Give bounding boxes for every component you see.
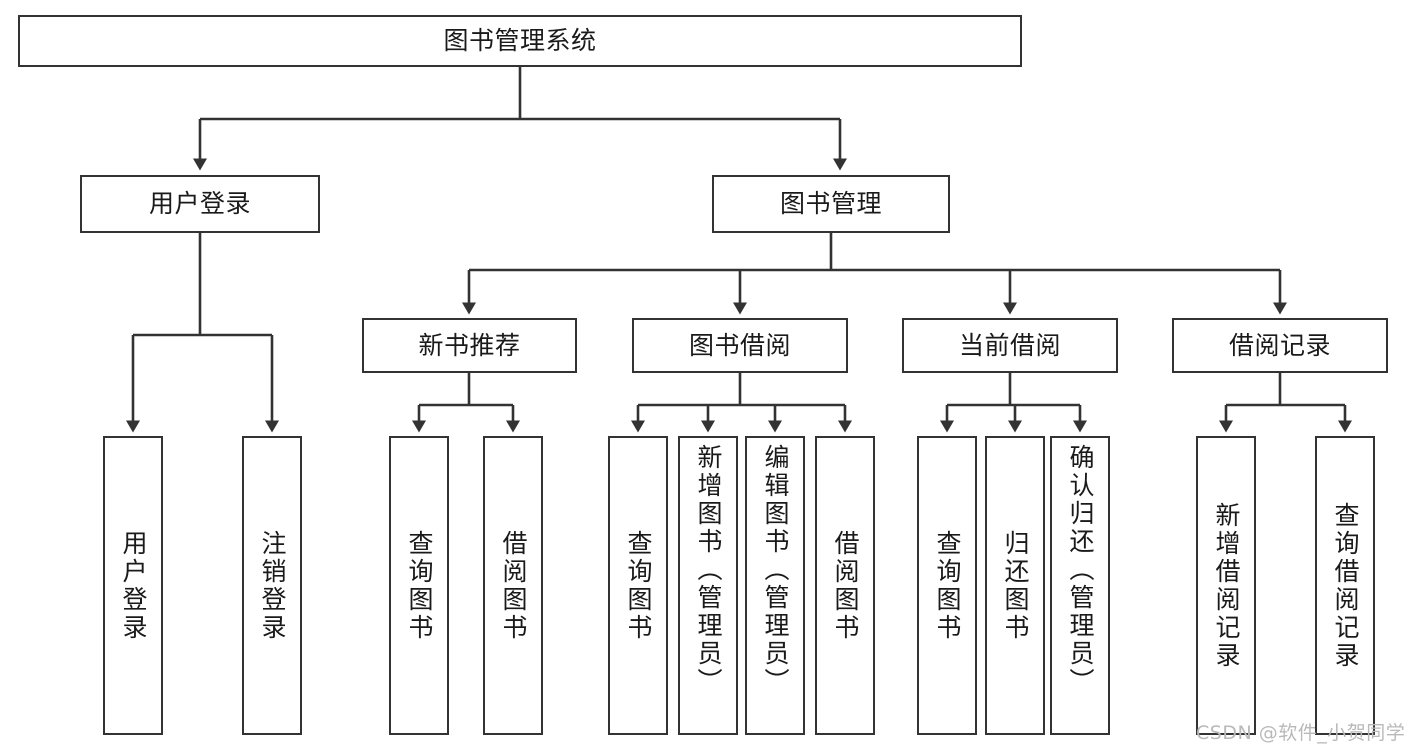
node-leaf-borrow-book[interactable]: 借阅图书 [815,436,875,735]
node-leaf-query-book-borrow[interactable]: 查询图书 [608,436,668,735]
node-leaf-edit-book[interactable]: 编辑图书（管理员） [745,436,805,735]
node-leaf-borrow-book-label: 借阅图书 [831,529,860,642]
node-leaf-add-borrow-record[interactable]: 新增借阅记录 [1196,436,1256,735]
node-user-login-label: 用户登录 [148,189,251,219]
node-leaf-confirm-return-label: 确认归还（管理员） [1066,444,1095,696]
node-leaf-user-login[interactable]: 用户登录 [103,436,163,735]
node-leaf-query-book-recommend[interactable]: 查询图书 [389,436,449,735]
node-user-login[interactable]: 用户登录 [80,175,320,233]
node-leaf-logout-label: 注销登录 [258,529,287,642]
node-root[interactable]: 图书管理系统 [18,15,1022,67]
node-borrow-record-label: 借阅记录 [1228,330,1331,360]
node-current-borrow-label: 当前借阅 [958,330,1061,360]
node-book-borrow-label: 图书借阅 [688,330,791,360]
node-leaf-add-book-label: 新增图书（管理员） [694,444,723,696]
node-leaf-query-borrow-record[interactable]: 查询借阅记录 [1315,436,1375,735]
csdn-watermark: CSDN @软件_小贺同学 [1196,722,1405,744]
node-leaf-query-book-borrow-label: 查询图书 [624,529,653,642]
node-leaf-logout[interactable]: 注销登录 [242,436,302,735]
node-book-manage[interactable]: 图书管理 [712,175,950,233]
node-leaf-add-book[interactable]: 新增图书（管理员） [678,436,738,735]
node-leaf-borrow-book-recommend-label: 借阅图书 [499,529,528,642]
node-leaf-confirm-return[interactable]: 确认归还（管理员） [1050,436,1110,735]
node-leaf-edit-book-label: 编辑图书（管理员） [761,444,790,696]
node-book-borrow[interactable]: 图书借阅 [632,318,848,373]
node-new-book-recommend-label: 新书推荐 [418,330,521,360]
node-new-book-recommend[interactable]: 新书推荐 [362,318,577,373]
node-leaf-return-book[interactable]: 归还图书 [985,436,1045,735]
node-leaf-add-borrow-record-label: 新增借阅记录 [1212,501,1241,670]
node-borrow-record[interactable]: 借阅记录 [1172,318,1388,373]
node-root-label: 图书管理系统 [443,26,597,56]
node-leaf-query-borrow-record-label: 查询借阅记录 [1331,501,1360,670]
node-current-borrow[interactable]: 当前借阅 [902,318,1118,373]
node-book-manage-label: 图书管理 [779,189,882,219]
node-leaf-user-login-label: 用户登录 [119,529,148,642]
node-leaf-query-book-current-label: 查询图书 [933,529,962,642]
node-leaf-query-book-recommend-label: 查询图书 [405,529,434,642]
node-leaf-borrow-book-recommend[interactable]: 借阅图书 [483,436,543,735]
node-leaf-return-book-label: 归还图书 [1001,529,1030,642]
node-leaf-query-book-current[interactable]: 查询图书 [917,436,977,735]
